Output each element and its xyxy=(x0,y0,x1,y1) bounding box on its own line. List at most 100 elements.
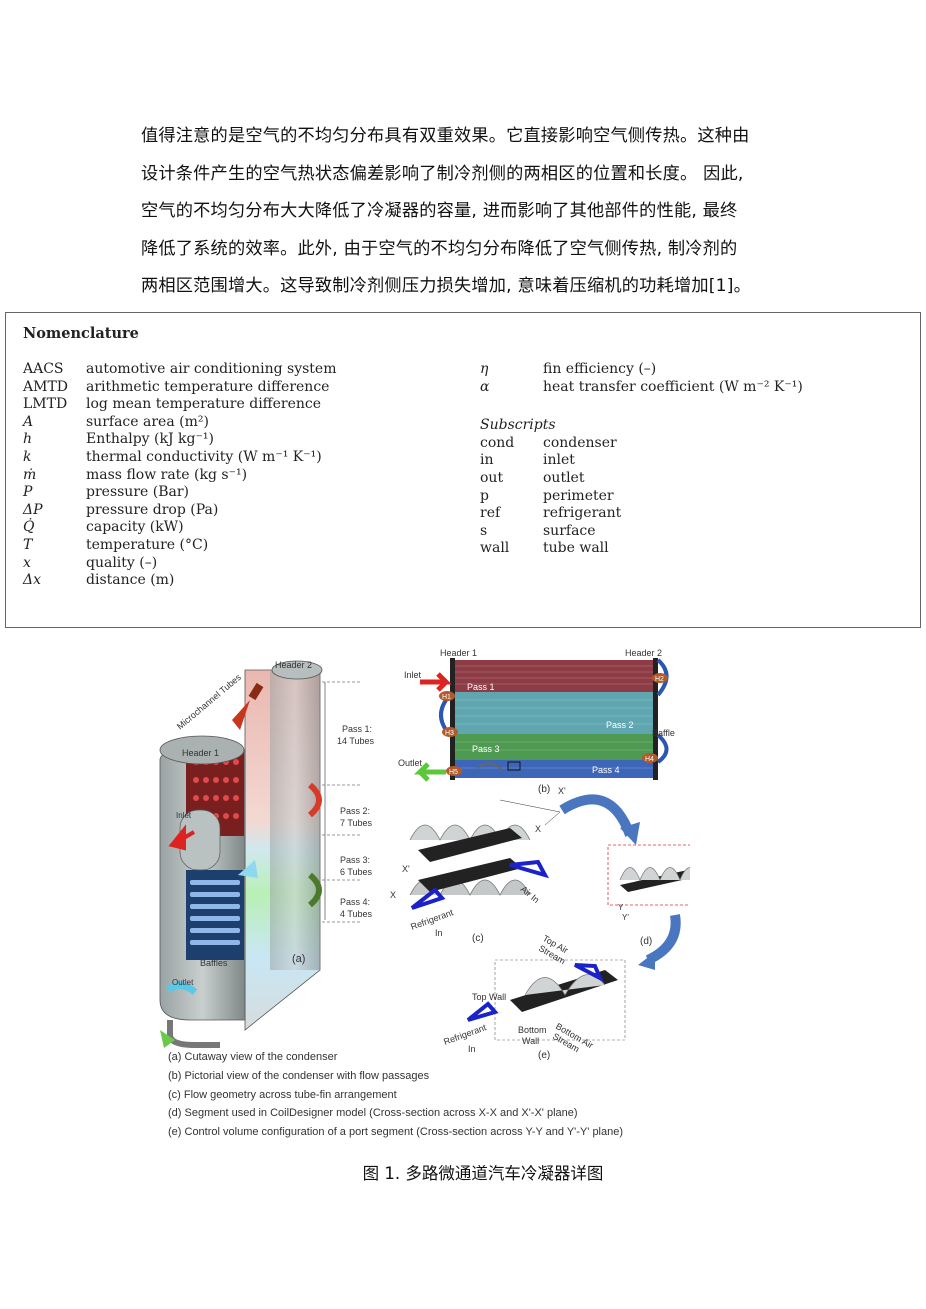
nomenclature-row: ref refrigerant xyxy=(480,505,803,523)
label-pass2-tubes: 7 Tubes xyxy=(340,818,373,828)
nomenclature-symbol: Δx xyxy=(23,572,42,589)
nomenclature-row: k thermal conductivity (W m⁻¹ K⁻¹) xyxy=(23,449,336,467)
nomenclature-description: distance (m) xyxy=(86,572,175,589)
caption-c: (c) Flow geometry across tube-fin arrang… xyxy=(168,1088,397,1101)
label-pass3-b: Pass 3 xyxy=(472,744,500,754)
nomenclature-description: temperature (°C) xyxy=(86,536,209,553)
nomenclature-description: inlet xyxy=(543,452,575,469)
nomenclature-description: thermal conductivity (W m⁻¹ K⁻¹) xyxy=(86,448,322,465)
label-wall: Wall xyxy=(522,1036,539,1046)
nomenclature-description: pressure (Bar) xyxy=(86,484,190,501)
label-h3: H3 xyxy=(445,730,454,737)
nomenclature-symbol: Q̇ xyxy=(23,519,35,536)
nomenclature-symbol: η xyxy=(480,361,489,377)
nomenclature-row: p perimeter xyxy=(480,488,803,506)
nomenclature-description: tube wall xyxy=(543,540,609,557)
caption-e: (e) Control volume configuration of a po… xyxy=(168,1126,624,1139)
label-pass3-tubes: 6 Tubes xyxy=(340,867,373,877)
label-x-c: X xyxy=(535,824,541,834)
nomenclature-row: AMTD arithmetic temperature difference xyxy=(23,379,336,397)
nomenclature-row: s surface xyxy=(480,523,803,541)
nomenclature-description: perimeter xyxy=(543,487,614,504)
pictorial-view: Header 1 Header 2 Inlet Outlet Baffle Pa… xyxy=(398,648,675,795)
label-xp-c2: X' xyxy=(402,864,410,874)
label-pass4-b: Pass 4 xyxy=(592,765,620,775)
label-outlet-a: Outlet xyxy=(172,978,194,987)
label-pass2-b: Pass 2 xyxy=(606,720,634,730)
nomenclature-row: Δx distance (m) xyxy=(23,572,336,590)
nomenclature-description: pressure drop (Pa) xyxy=(86,501,219,518)
nomenclature-description: surface xyxy=(543,522,596,539)
label-yp-d2: Y' xyxy=(622,913,629,922)
label-header1-b: Header 1 xyxy=(440,648,477,658)
nomenclature-title: Nomenclature xyxy=(23,325,139,342)
label-header1: Header 1 xyxy=(182,748,219,758)
nomenclature-description: mass flow rate (kg s⁻¹) xyxy=(86,466,248,483)
label-a: (a) xyxy=(292,953,305,965)
nomenclature-symbol: x xyxy=(23,554,31,571)
label-pass4-tubes: 4 Tubes xyxy=(340,909,373,919)
nomenclature-description: condenser xyxy=(543,434,617,451)
label-inlet-b: Inlet xyxy=(404,670,422,680)
nomenclature-symbol: P xyxy=(23,484,33,501)
nomenclature-description: log mean temperature difference xyxy=(86,396,322,413)
flow-geometry-view: X X' X' X Air In Refrigerant In (c) xyxy=(390,786,566,944)
nomenclature-symbol: AMTD xyxy=(23,378,69,395)
nomenclature-row: Q̇ capacity (kW) xyxy=(23,519,336,537)
nomenclature-description: arithmetic temperature difference xyxy=(86,378,330,395)
paragraph-line: 降低了系统的效率。此外, 由于空气的不均匀分布降低了空气侧传热, 制冷剂的 xyxy=(141,238,738,259)
label-h5: H5 xyxy=(449,769,458,776)
cutaway-view: Header 2 Microchannel Tubes Header 1 Inl… xyxy=(159,660,375,1048)
label-c: (c) xyxy=(472,933,484,944)
paragraph-line: 值得注意的是空气的不均匀分布具有双重效果。它直接影响空气侧传热。这种由 xyxy=(141,126,750,146)
nomenclature-row: ṁ mass flow rate (kg s⁻¹) xyxy=(23,467,336,485)
label-pass3: Pass 3: xyxy=(340,855,370,865)
nomenclature-description: automotive air conditioning system xyxy=(86,361,337,377)
label-h2: H2 xyxy=(655,676,664,683)
control-volume-view: Top Air Stream Top Wall Bottom Wall Bott… xyxy=(442,933,626,1060)
nomenclature-symbol: T xyxy=(23,536,33,553)
paragraph-line: 空气的不均匀分布大大降低了冷凝器的容量, 进而影响了其他部件的性能, 最终 xyxy=(141,201,738,221)
caption-a: (a) Cutaway view of the condenser xyxy=(168,1051,338,1063)
label-h1: H1 xyxy=(442,694,451,701)
figure-caption-list: (a) Cutaway view of the condenser (b) Pi… xyxy=(168,1048,623,1142)
nomenclature-symbol: ṁ xyxy=(23,466,37,483)
label-pass1: Pass 1: xyxy=(342,724,372,734)
label-pass1-b: Pass 1 xyxy=(467,682,495,692)
label-header2: Header 2 xyxy=(275,660,312,670)
label-outlet-b: Outlet xyxy=(398,758,423,768)
nomenclature-description: quality (–) xyxy=(86,554,158,571)
nomenclature-symbol: wall xyxy=(480,540,510,557)
nomenclature-symbol: s xyxy=(480,522,488,539)
label-y-d: Y xyxy=(618,903,624,912)
label-microchannel: Microchannel Tubes xyxy=(175,672,244,732)
nomenclature-symbol: p xyxy=(480,487,489,504)
label-refrigerant-e: Refrigerant xyxy=(442,1022,488,1047)
label-b: (b) xyxy=(538,784,550,795)
nomenclature-description: refrigerant xyxy=(543,505,622,522)
label-header2-b: Header 2 xyxy=(625,648,662,658)
label-pass4: Pass 4: xyxy=(340,897,370,907)
label-h4: H4 xyxy=(645,756,654,763)
label-xp-c: X' xyxy=(558,786,566,796)
nomenclature-description: fin efficiency (–) xyxy=(543,361,657,377)
label-inlet-a: Inlet xyxy=(176,811,192,820)
nomenclature-row: η fin efficiency (–) xyxy=(480,361,803,379)
nomenclature-symbol: k xyxy=(23,448,32,465)
nomenclature-description: capacity (kW) xyxy=(86,519,184,536)
nomenclature-symbol: ref xyxy=(480,505,501,522)
caption-b: (b) Pictorial view of the condenser with… xyxy=(168,1069,430,1082)
condenser-figure: Header 2 Microchannel Tubes Header 1 Inl… xyxy=(159,648,690,1060)
nomenclature-symbol: α xyxy=(480,378,490,395)
nomenclature-symbol: LMTD xyxy=(23,396,68,413)
nomenclature-row: wall tube wall xyxy=(480,540,803,558)
